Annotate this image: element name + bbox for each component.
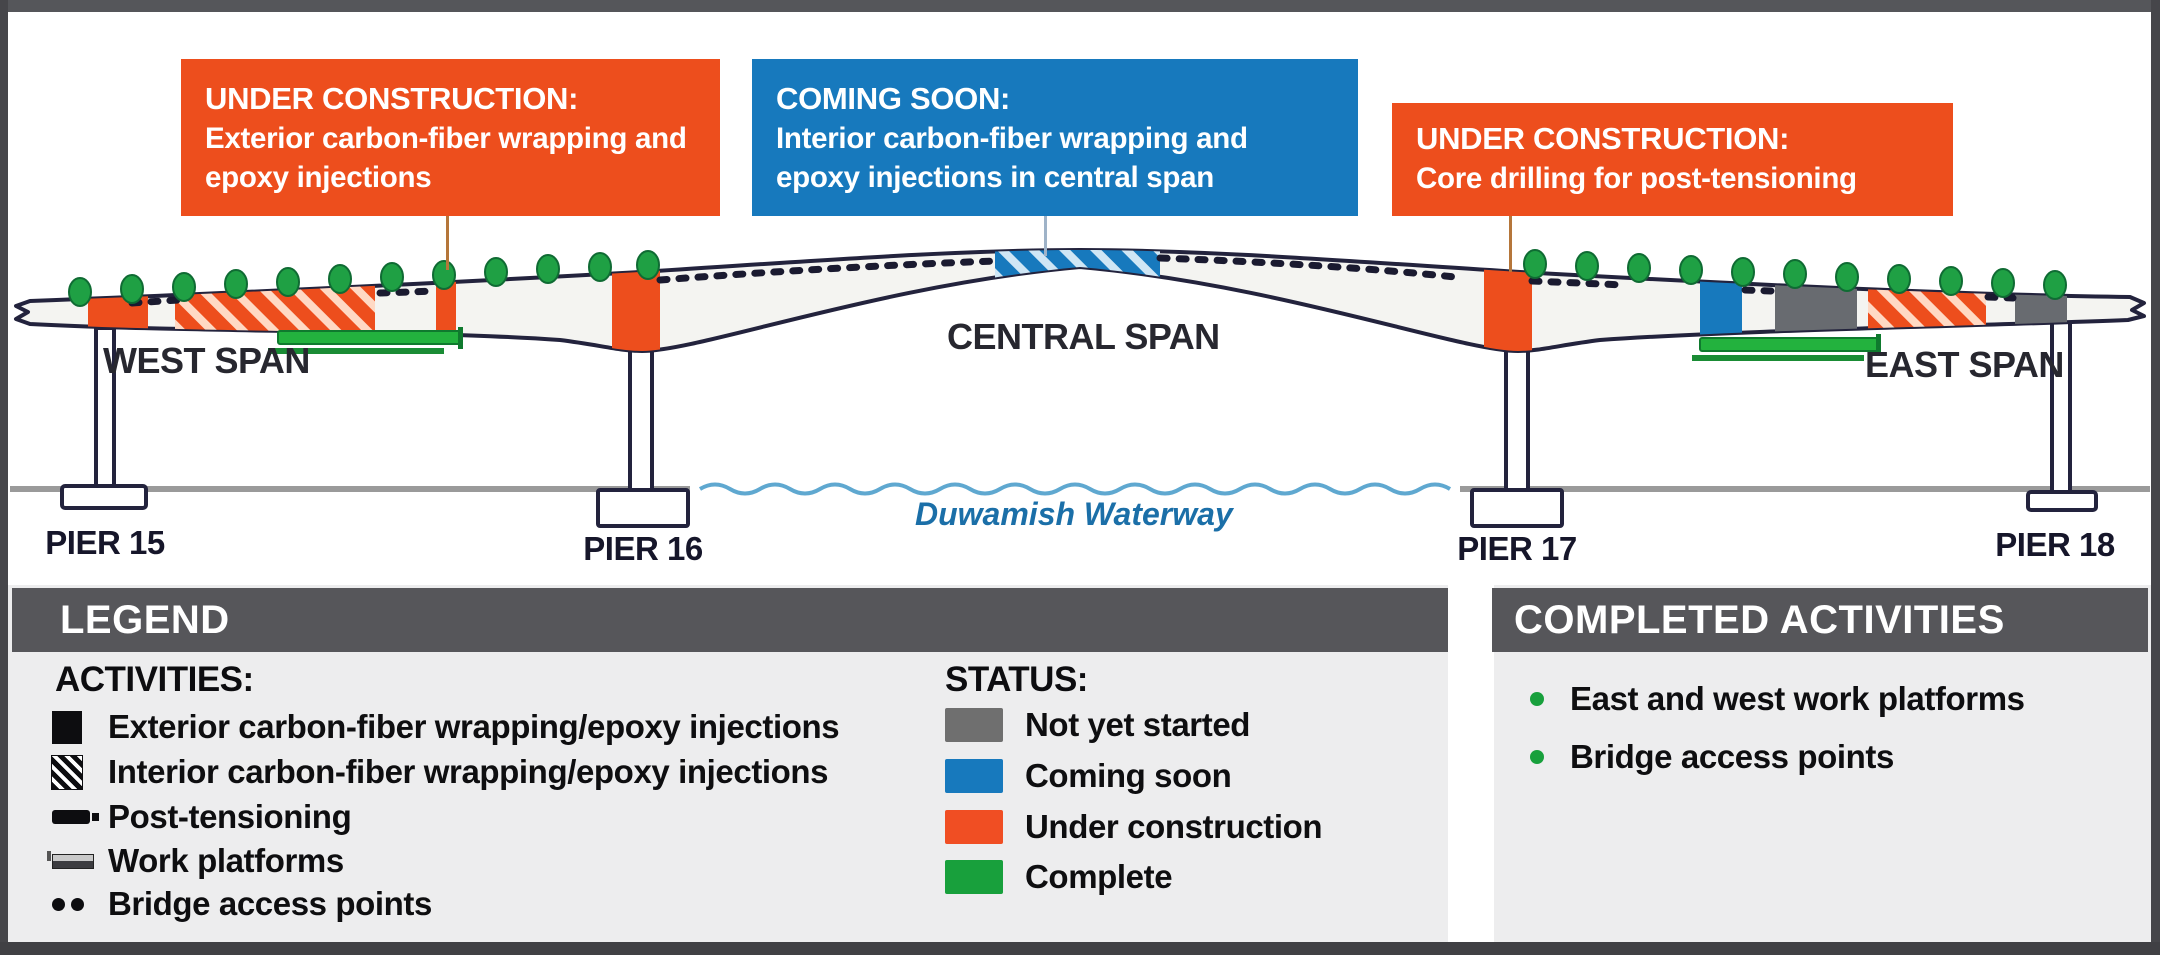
pier-16-column — [628, 348, 654, 494]
status-label: Not yet started — [1025, 706, 1251, 743]
status-swatch-orange — [945, 810, 1003, 844]
status-row-not-started: Not yet started — [945, 704, 1250, 746]
work-platforms — [268, 327, 1881, 361]
callout-connector-east — [1509, 216, 1512, 272]
completed-item-label: East and west work platforms — [1570, 680, 2025, 717]
pier-17-label: PIER 17 — [1457, 530, 1577, 567]
east-span-label: EAST SPAN — [1865, 344, 2064, 385]
frame-border-left — [0, 0, 8, 955]
callout-connector-west — [446, 216, 449, 270]
callout-central-coming-soon: COMING SOON: Interior carbon-fiber wrapp… — [752, 59, 1358, 216]
callout-description: Core drilling for post-tensioning — [1416, 162, 1857, 195]
piers — [60, 320, 2098, 528]
pier-15-label: PIER 15 — [45, 524, 165, 561]
status-label: Coming soon — [1025, 757, 1232, 794]
activity-row-interior: Interior carbon-fiber wrapping/epoxy inj… — [51, 751, 829, 793]
frame-border-top — [0, 0, 2160, 12]
activity-row-work-platforms: Work platforms — [47, 840, 344, 882]
activities-heading: ACTIVITIES: — [55, 660, 254, 699]
activity-row-exterior: Exterior carbon-fiber wrapping/epoxy inj… — [52, 706, 840, 748]
solid-square-icon — [52, 710, 108, 744]
callout-description: Exterior carbon-fiber wrapping and epoxy… — [205, 122, 687, 194]
callout-west-under-construction: UNDER CONSTRUCTION: Exterior carbon-fibe… — [181, 59, 720, 216]
pier-17-column — [1504, 348, 1530, 494]
frame-border-bottom — [0, 942, 2160, 955]
green-bullet-icon — [1530, 692, 1544, 706]
pier-18-label: PIER 18 — [1995, 526, 2115, 563]
central-span-label: CENTRAL SPAN — [947, 316, 1220, 357]
completed-item-platforms: East and west work platforms — [1530, 678, 2025, 720]
post-tensioning-marks — [128, 254, 2017, 307]
callout-east-under-construction: UNDER CONSTRUCTION: Core drilling for po… — [1392, 103, 1953, 216]
segment-interior-wrap-east — [1868, 250, 1986, 351]
activity-row-post-tensioning: Post-tensioning — [52, 796, 352, 838]
pier-16-footing — [596, 488, 690, 528]
water-wave — [698, 482, 1452, 496]
activity-label: Interior carbon-fiber wrapping/epoxy inj… — [108, 753, 829, 790]
completed-item-label: Bridge access points — [1570, 738, 1894, 775]
activity-label: Bridge access points — [108, 885, 432, 922]
status-row-coming-soon: Coming soon — [945, 755, 1232, 797]
waterway-label: Duwamish Waterway — [915, 496, 1233, 532]
legend-divider-gap — [1448, 585, 1494, 942]
legend-header: LEGEND — [12, 588, 1448, 652]
status-heading: STATUS: — [945, 660, 1088, 699]
post-tensioning-icon — [52, 810, 108, 824]
green-bullet-icon — [1530, 750, 1544, 764]
activity-label: Exterior carbon-fiber wrapping/epoxy inj… — [108, 708, 840, 745]
status-label: Complete — [1025, 858, 1173, 895]
work-platform-icon — [47, 850, 108, 869]
bridge-access-points — [68, 249, 2067, 307]
bridge-illustration — [10, 248, 2150, 528]
callout-status: UNDER CONSTRUCTION: — [205, 81, 579, 116]
callout-status: UNDER CONSTRUCTION: — [1416, 121, 1790, 156]
status-swatch-green — [945, 860, 1003, 894]
callout-status: COMING SOON: — [776, 81, 1011, 116]
activity-label: Work platforms — [108, 842, 344, 879]
pier-15-footing — [60, 484, 148, 510]
status-row-under-construction: Under construction — [945, 806, 1323, 848]
activity-label: Post-tensioning — [108, 798, 352, 835]
pier-17-footing — [1470, 488, 1564, 528]
frame-border-right — [2151, 0, 2160, 955]
west-span-label: WEST SPAN — [103, 340, 310, 381]
pier-16-label: PIER 16 — [583, 530, 703, 567]
hatched-square-icon — [51, 754, 108, 790]
status-label: Under construction — [1025, 808, 1323, 845]
status-swatch-gray — [945, 708, 1003, 742]
callout-description: Interior carbon-fiber wrapping and epoxy… — [776, 122, 1248, 194]
access-points-icon — [52, 897, 108, 911]
activity-row-access-points: Bridge access points — [52, 883, 432, 925]
completed-item-access: Bridge access points — [1530, 736, 1894, 778]
status-swatch-blue — [945, 759, 1003, 793]
completed-activities-header: COMPLETED ACTIVITIES — [1492, 588, 2148, 652]
callout-connector-central — [1044, 216, 1047, 256]
status-row-complete: Complete — [945, 856, 1173, 898]
pier-18-footing — [2026, 490, 2098, 512]
